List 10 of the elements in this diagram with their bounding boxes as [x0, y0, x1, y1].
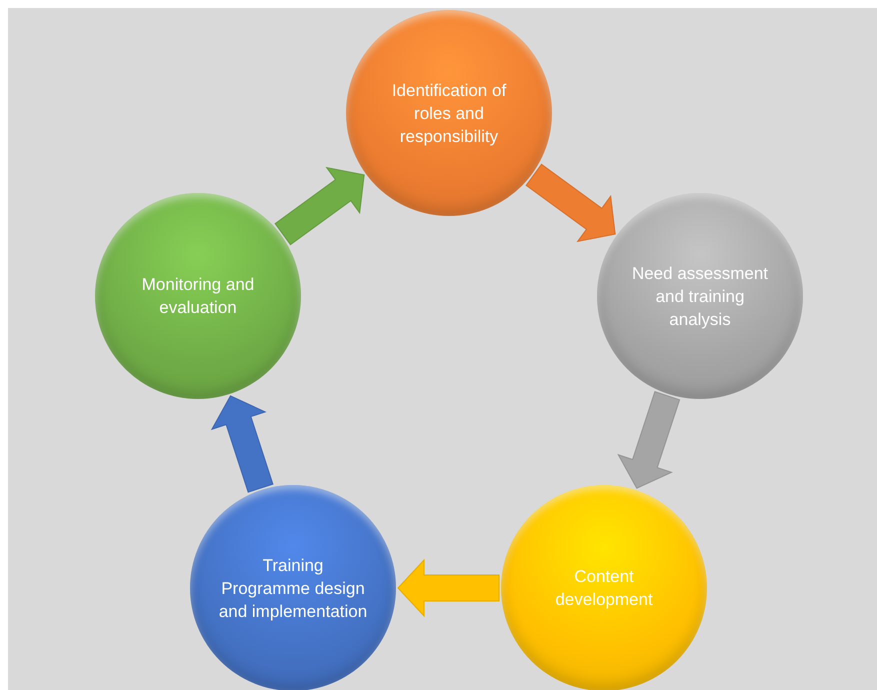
block-arrow — [397, 558, 500, 618]
stage-label: Need assessment and training analysis — [630, 262, 770, 330]
block-arrow — [274, 166, 365, 246]
stage-label: Identification of roles and responsibility — [390, 80, 508, 148]
stage-label: Training Programme design and implementation — [218, 554, 368, 622]
block-arrow — [210, 395, 274, 493]
block-arrow — [525, 164, 616, 242]
stage-label: Monitoring and evaluation — [140, 274, 256, 319]
stage-label: Content development — [554, 566, 654, 611]
block-arrow — [617, 391, 680, 489]
